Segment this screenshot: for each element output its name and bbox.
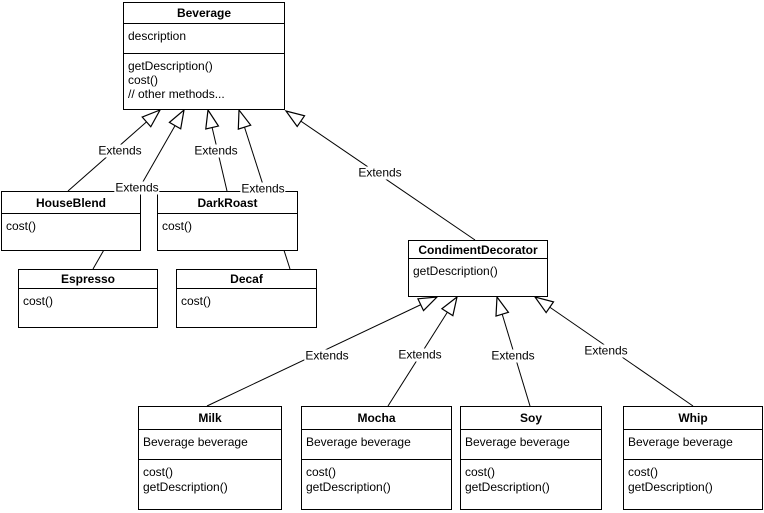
method: cost() (181, 294, 211, 308)
edge-label-extends-espresso: Extends (114, 180, 160, 195)
class-whip-name: Whip (624, 407, 762, 430)
class-darkroast: DarkRoast cost() (157, 191, 298, 251)
edge-label-extends-soy: Extends (490, 348, 536, 363)
class-milk-name: Milk (139, 407, 281, 430)
class-soy-attributes: Beverage beverage (461, 430, 601, 459)
method: cost() (23, 294, 53, 308)
class-beverage-methods: getDescription() cost() // other methods… (124, 53, 284, 109)
method: cost() (162, 219, 192, 233)
attribute: Beverage beverage (465, 435, 570, 449)
method: cost() (128, 73, 158, 87)
class-darkroast-name: DarkRoast (158, 192, 297, 214)
method: cost() (465, 465, 495, 479)
class-decaf-methods: cost() (177, 289, 316, 327)
class-condimentdecorator-name: CondimentDecorator (409, 241, 547, 259)
method: getDescription() (128, 59, 213, 73)
class-beverage: Beverage description getDescription() co… (123, 2, 285, 110)
edge-label-extends-condimentdecorator: Extends (357, 165, 403, 180)
class-beverage-name: Beverage (124, 3, 284, 24)
class-soy: Soy Beverage beverage cost() getDescript… (460, 406, 602, 510)
class-milk-attributes: Beverage beverage (139, 430, 281, 459)
method: cost() (306, 465, 336, 479)
class-condimentdecorator-methods: getDescription() (409, 259, 547, 296)
class-houseblend-name: HouseBlend (2, 192, 140, 214)
attribute: description (128, 29, 187, 43)
class-whip: Whip Beverage beverage cost() getDescrip… (623, 406, 763, 510)
class-decaf: Decaf cost() (176, 269, 317, 328)
class-espresso: Espresso cost() (18, 269, 158, 328)
class-beverage-attributes: description (124, 24, 284, 53)
class-condimentdecorator: CondimentDecorator getDescription() (408, 240, 548, 297)
attribute: Beverage beverage (628, 435, 733, 449)
class-mocha: Mocha Beverage beverage cost() getDescri… (301, 406, 452, 510)
method: getDescription() (306, 480, 391, 494)
class-darkroast-methods: cost() (158, 214, 297, 250)
class-espresso-methods: cost() (19, 289, 157, 327)
edge-label-extends-mocha: Extends (397, 347, 443, 362)
attribute: Beverage beverage (143, 435, 248, 449)
class-soy-name: Soy (461, 407, 601, 430)
method: cost() (6, 219, 36, 233)
method: cost() (143, 465, 173, 479)
method: getDescription() (413, 264, 498, 278)
edge-label-extends-decaf: Extends (240, 181, 286, 196)
class-mocha-attributes: Beverage beverage (302, 430, 451, 459)
class-espresso-name: Espresso (19, 270, 157, 289)
class-whip-methods: cost() getDescription() (624, 459, 762, 509)
class-whip-attributes: Beverage beverage (624, 430, 762, 459)
class-mocha-methods: cost() getDescription() (302, 459, 451, 509)
class-houseblend-methods: cost() (2, 214, 140, 250)
class-soy-methods: cost() getDescription() (461, 459, 601, 509)
method: // other methods... (128, 87, 225, 101)
edge-label-extends-darkroast: Extends (193, 143, 239, 158)
class-mocha-name: Mocha (302, 407, 451, 430)
edge-label-extends-whip: Extends (583, 343, 629, 358)
edge-label-extends-houseblend: Extends (97, 143, 143, 158)
class-houseblend: HouseBlend cost() (1, 191, 141, 251)
edge-label-extends-milk: Extends (304, 348, 350, 363)
attribute: Beverage beverage (306, 435, 411, 449)
class-decaf-name: Decaf (177, 270, 316, 289)
method: cost() (628, 465, 658, 479)
method: getDescription() (465, 480, 550, 494)
class-milk: Milk Beverage beverage cost() getDescrip… (138, 406, 282, 510)
class-milk-methods: cost() getDescription() (139, 459, 281, 509)
method: getDescription() (143, 480, 228, 494)
method: getDescription() (628, 480, 713, 494)
